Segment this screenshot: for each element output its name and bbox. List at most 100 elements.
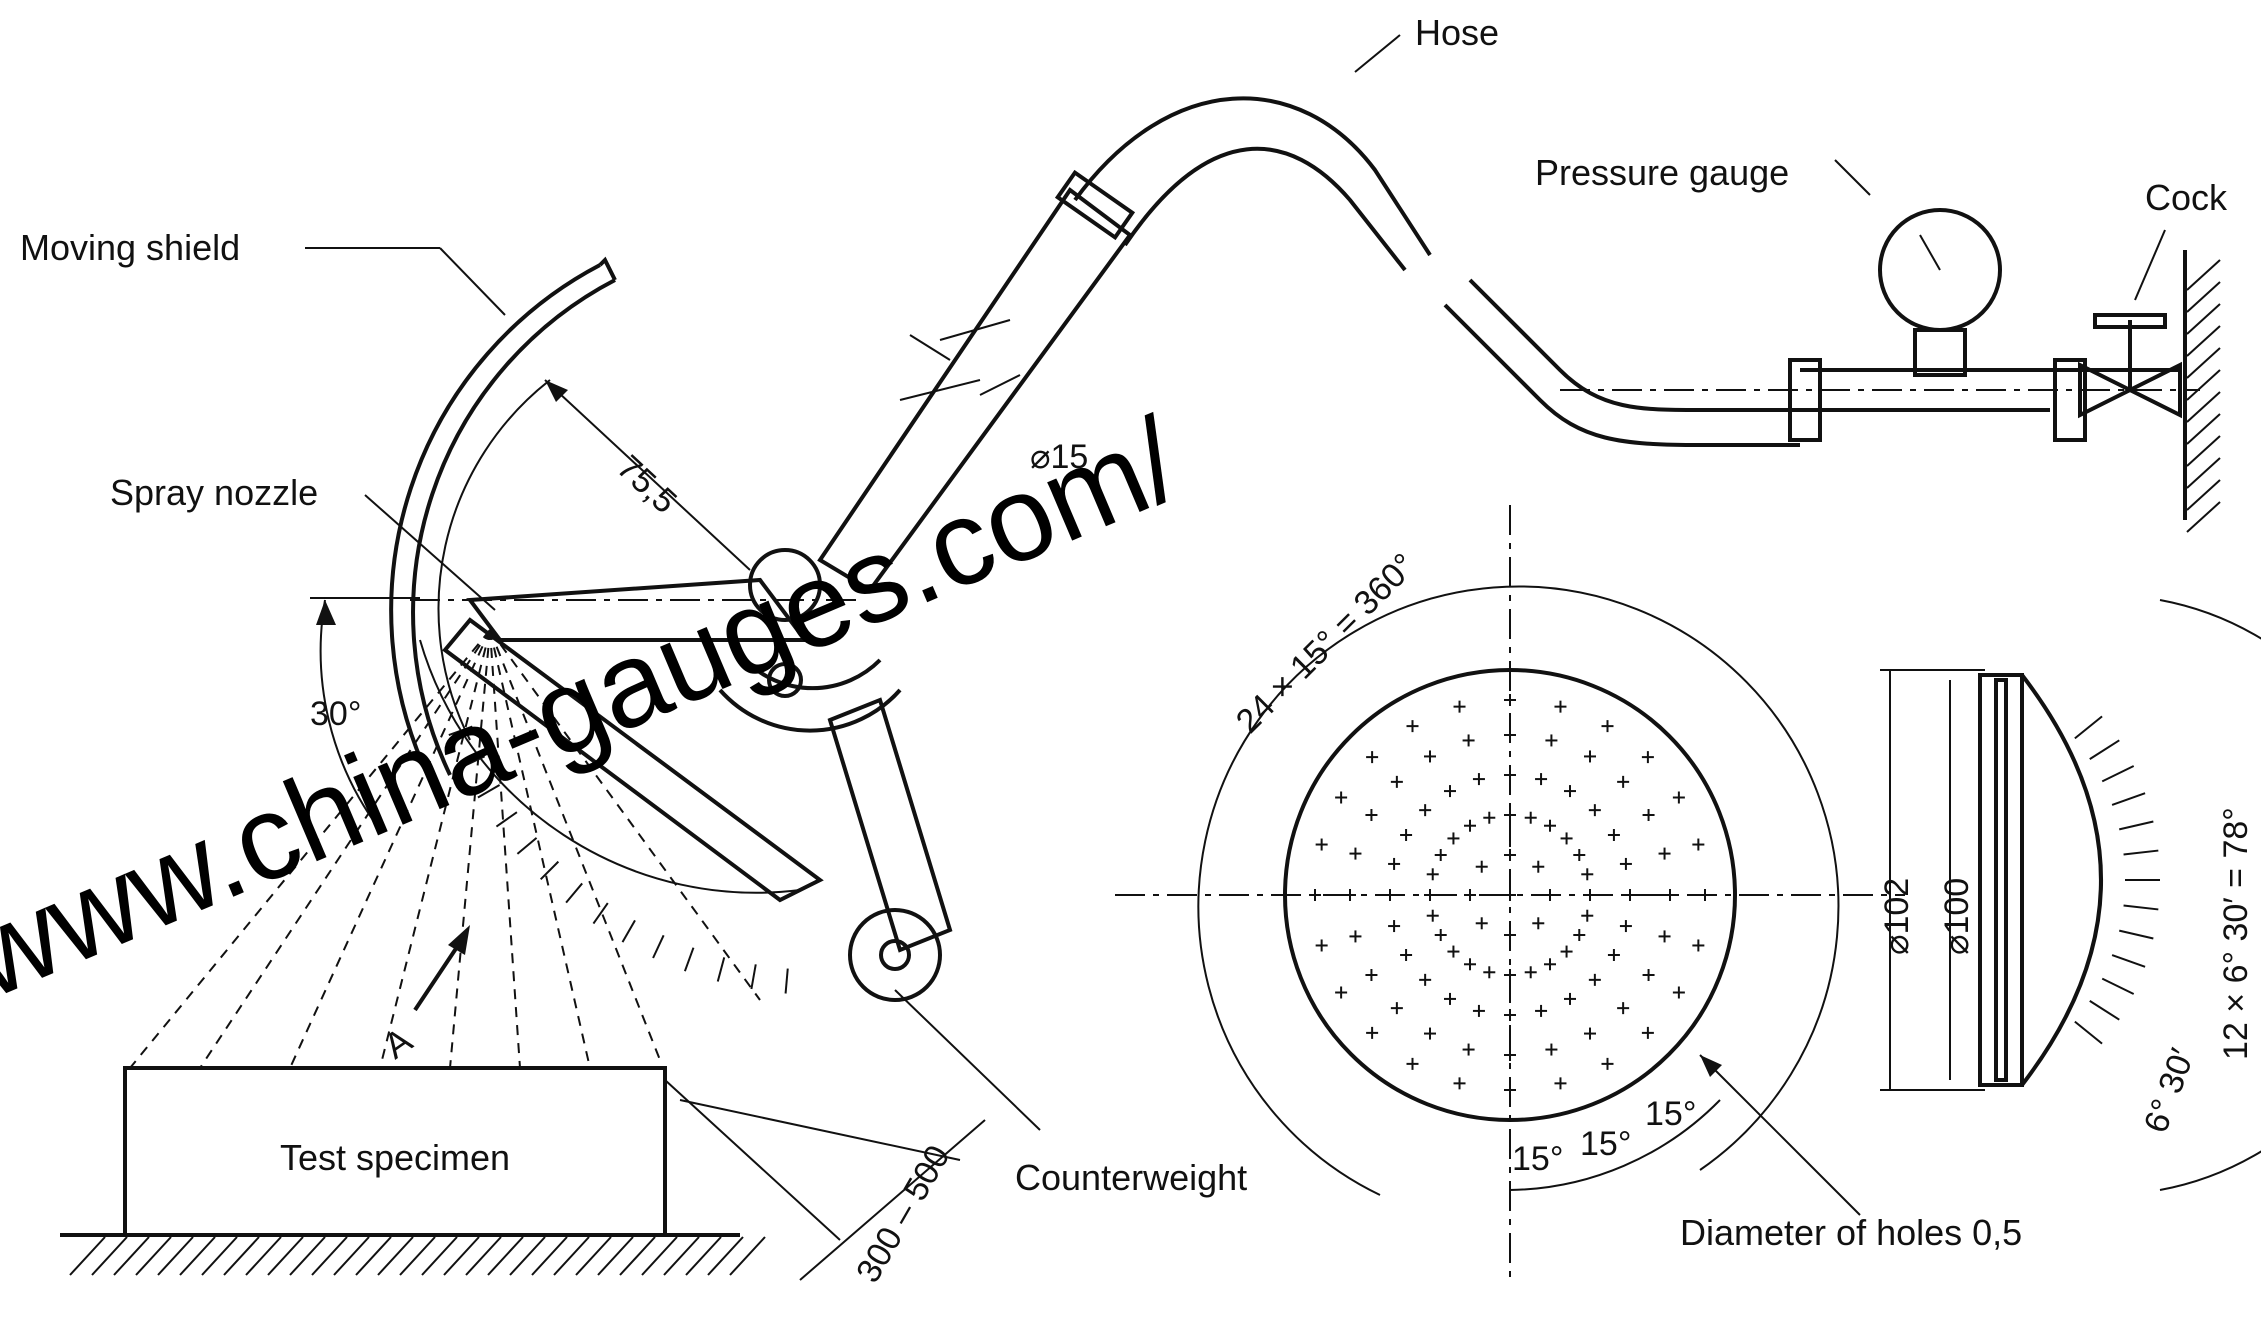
pressure-gauge-label: Pressure gauge: [1535, 152, 1789, 193]
wall-hatch-line: [2186, 259, 2221, 291]
pressure-gauge: [1834, 159, 2002, 377]
nozzle-frame: [410, 548, 902, 903]
ground-hatch-line: [663, 1236, 700, 1276]
spray-fan: [129, 629, 761, 1069]
side-tick: [2119, 820, 2154, 831]
dim-75-5: 75,5: [544, 379, 751, 571]
dim-75-5-text: 75,5: [610, 448, 684, 521]
spray-line: [489, 629, 661, 1061]
dim-30-deg-text: 30°: [310, 695, 361, 733]
spray-line: [489, 629, 761, 1001]
dim-6-30-text: 6° 30′: [2137, 1044, 2202, 1138]
ground-hatch-line: [575, 1236, 612, 1276]
dim-diameter-15-text: ⌀15: [1030, 438, 1088, 476]
ground-hatch-line: [135, 1236, 172, 1276]
arc-tick: [784, 968, 789, 994]
side-tick: [2089, 1000, 2120, 1021]
spray-line: [489, 629, 521, 1069]
nozzle-side-view: [1880, 599, 2261, 1191]
wall-hatch-line: [2186, 391, 2221, 423]
counterweight-arm: [827, 697, 1041, 1131]
dim-300-500: 300 – 500: [664, 1079, 986, 1289]
wall-hatch-line: [2186, 413, 2221, 445]
arc-tick: [448, 725, 473, 737]
ground-hatch-line: [465, 1236, 502, 1276]
ground-hatch-line: [509, 1236, 546, 1276]
ground-hatch-line: [597, 1236, 634, 1276]
arc-tick: [516, 837, 538, 855]
nozzle-face: [1115, 505, 1905, 1285]
side-tick: [2123, 849, 2159, 856]
side-tick: [2101, 977, 2135, 995]
wall-hatch-line: [2186, 281, 2221, 313]
arc-tick: [539, 860, 560, 881]
hole-angle-1: 15°: [1512, 1140, 1563, 1178]
moving-shield-label: Moving shield: [20, 227, 240, 268]
ground-hatch-line: [641, 1236, 678, 1276]
dim-300-500-text: 300 – 500: [849, 1139, 958, 1289]
ground-hatch-line: [113, 1236, 150, 1276]
ground-hatch-line: [487, 1236, 524, 1276]
ground-hatch-line: [443, 1236, 480, 1276]
nozzle-holes: [1309, 694, 1711, 1096]
ground-hatch-line: [707, 1236, 744, 1276]
wall-hatch-line: [2186, 347, 2221, 379]
cock-valve: [2078, 229, 2182, 419]
arc-tick: [716, 957, 726, 982]
side-tick: [2119, 929, 2154, 940]
spray-line: [379, 629, 491, 1069]
ground-hatch-line: [267, 1236, 304, 1276]
test-specimen-block: [123, 1066, 667, 1237]
ground-hatch-line: [685, 1236, 722, 1276]
ground-hatch-line: [377, 1236, 414, 1276]
arc-tick: [477, 784, 501, 799]
side-tick: [2123, 904, 2159, 911]
hole-angle-3: 15°: [1645, 1095, 1696, 1133]
hole-angle-2: 15°: [1580, 1125, 1631, 1163]
wall-hatch-line: [2186, 435, 2221, 467]
spray-line: [129, 629, 491, 1069]
ground-hatch-line: [289, 1236, 326, 1276]
side-tick: [2074, 1020, 2103, 1045]
side-tick: [2101, 765, 2135, 783]
spray-line: [489, 629, 591, 1069]
spray-nozzle-label: Spray nozzle: [110, 472, 318, 513]
hose: [1073, 96, 1800, 447]
spray-line: [199, 629, 491, 1069]
cock-label: Cock: [2145, 177, 2228, 218]
hose-label: Hose: [1415, 12, 1499, 53]
spray-line: [449, 629, 491, 1069]
arc-tick: [750, 964, 757, 990]
side-view-ticks: [2074, 715, 2160, 1045]
wall-hatch-line: [2186, 457, 2221, 489]
spray-line: [289, 629, 491, 1069]
ground-hatch-line: [531, 1236, 568, 1276]
ground-hatch-line: [355, 1236, 392, 1276]
arc-tick: [683, 947, 695, 972]
arc-tick: [652, 934, 665, 959]
ground-hatch-line: [157, 1236, 194, 1276]
side-tick: [2089, 739, 2120, 760]
arc-tick: [565, 882, 583, 904]
wall: [2183, 250, 2221, 533]
counterweight-label: Counterweight: [1015, 1157, 1247, 1198]
hole-angle-dims: 15° 15° 15°: [1509, 1095, 1721, 1191]
side-tick: [2111, 792, 2146, 806]
side-tick: [2074, 715, 2103, 740]
arc-tick: [495, 811, 518, 828]
dim-30-deg: 30°: [310, 597, 420, 831]
dim-diameter-102: ⌀102: [1878, 878, 1916, 955]
dim-24x15-text: 24 × 15° = 360°: [1229, 546, 1423, 740]
moving-shield: [389, 256, 617, 781]
ground-hatch-line: [399, 1236, 436, 1276]
dim-12x6-30-text: 12 × 6° 30′ = 78°: [2217, 807, 2255, 1060]
wall-hatch-line: [2186, 479, 2221, 511]
ground-hatch-line: [421, 1236, 458, 1276]
wall-hatch-line: [2186, 325, 2221, 357]
wall-hatch-line: [2186, 303, 2221, 335]
nozzle-arc-ticks: [448, 725, 789, 994]
wall-hatch-line: [2186, 369, 2221, 401]
ground-hatch-line: [245, 1236, 282, 1276]
